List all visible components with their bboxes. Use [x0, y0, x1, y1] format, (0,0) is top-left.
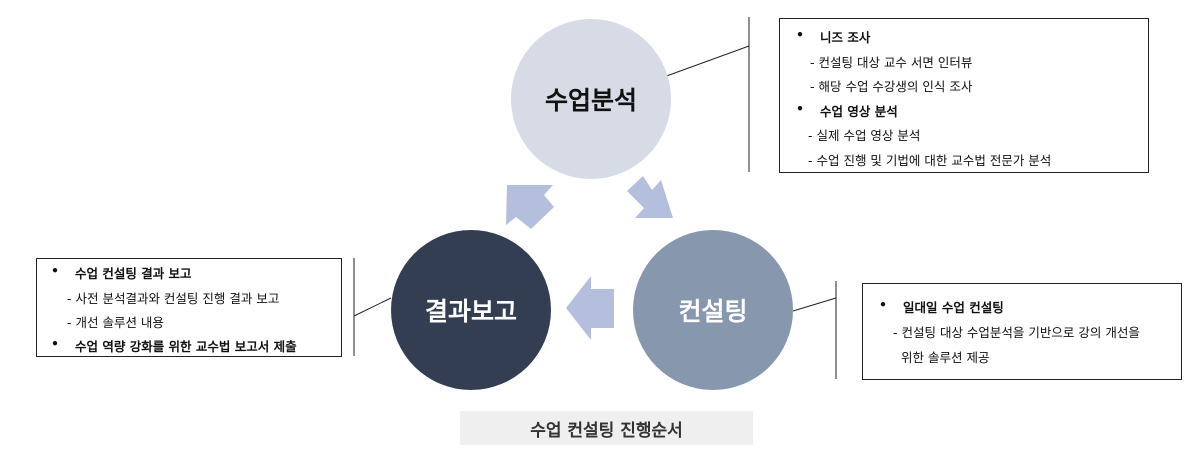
consult-sub-solution-cont: 위한 솔루션 제공 [901, 350, 990, 365]
consulting-detail-box: 일대일 수업 컨설팅 - 컨설팅 대상 수업분석을 기반으로 강의 개선을 위한… [862, 283, 1182, 380]
report-sub-result: - 사전 분석결과와 컨설팅 진행 결과 보고 [67, 291, 280, 306]
caption-text: 수업 컨설팅 진행순서 [530, 420, 683, 441]
report-circle: 결과보고 [391, 230, 551, 390]
analysis-sub-expert: - 수업 진행 및 기법에 대한 교수법 전문가 분석 [808, 153, 1052, 168]
arrow-consulting-to-report [566, 276, 614, 340]
consulting-label: 컨설팅 [678, 297, 748, 326]
report-sub-solution: - 개선 솔루션 내용 [67, 315, 164, 330]
consult-leader-line [792, 297, 837, 312]
analysis-circle: 수업분석 [511, 19, 671, 179]
analysis-detail-box: 니즈 조사 - 컨설팅 대상 교수 서면 인터뷰 - 해당 수업 수강생의 인식… [779, 18, 1149, 173]
report-bullet-result: 수업 컨설팅 결과 보고 [51, 263, 191, 282]
diagram-caption: 수업 컨설팅 진행순서 [460, 411, 753, 445]
report-bullet-submit: 수업 역량 강화를 위한 교수법 보고서 제출 [51, 336, 297, 355]
analysis-label: 수업분석 [544, 86, 637, 115]
report-leader-line [353, 297, 392, 317]
arrow-analysis-to-consulting [627, 176, 673, 218]
analysis-bullet-video: 수업 영상 분석 [796, 101, 898, 120]
analysis-leader-line [660, 45, 750, 79]
analysis-bullet-needs: 니즈 조사 [796, 27, 871, 46]
consult-bullet-one-on-one: 일대일 수업 컨설팅 [879, 297, 1004, 316]
analysis-sub-video: - 실제 수업 영상 분석 [808, 128, 921, 143]
arrow-report-to-analysis [506, 185, 554, 229]
analysis-sub-interview: - 컨설팅 대상 교수 서면 인터뷰 [810, 55, 973, 70]
report-detail-box: 수업 컨설팅 결과 보고 - 사전 분석결과와 컨설팅 진행 결과 보고 - 개… [36, 258, 342, 357]
consult-sub-solution: - 컨설팅 대상 수업분석을 기반으로 강의 개선을 [893, 325, 1140, 340]
report-label: 결과보고 [424, 297, 517, 326]
analysis-sub-survey: - 해당 수업 수강생의 인식 조사 [810, 79, 973, 94]
consulting-circle: 컨설팅 [633, 230, 793, 390]
